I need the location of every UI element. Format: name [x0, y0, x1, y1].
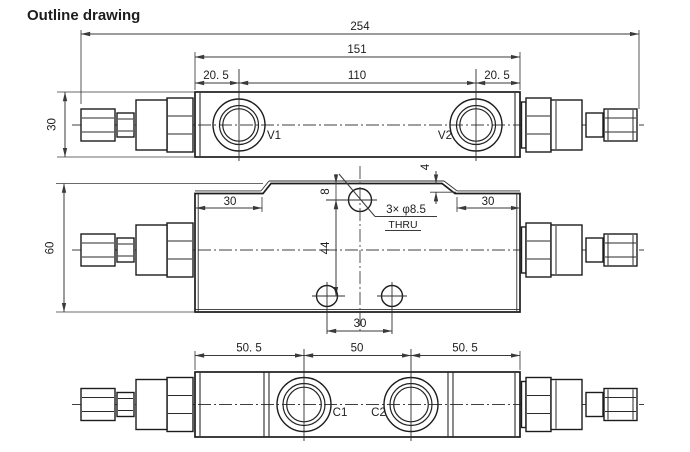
- svg-text:110: 110: [348, 70, 366, 82]
- svg-text:44: 44: [320, 241, 332, 254]
- left-cartridge-top-view: [80, 97, 194, 153]
- right-cartridge-top-view: [520, 97, 638, 153]
- dim-step-left: 30: [195, 196, 263, 212]
- dim-step-right: 30: [456, 196, 521, 212]
- port-c1: [276, 349, 332, 441]
- svg-text:30: 30: [482, 196, 495, 208]
- hole-note-text: 3× φ8.5: [386, 204, 426, 216]
- svg-text:30: 30: [47, 118, 59, 131]
- dim-hole-vertical: 44: [320, 199, 339, 297]
- middle-view: 3× φ8.5 THRU 8 44 4: [45, 163, 644, 334]
- top-view: V1 V2: [47, 21, 644, 161]
- svg-text:254: 254: [350, 21, 370, 33]
- port-v1: [212, 69, 266, 161]
- page-title: Outline drawing: [27, 7, 140, 24]
- dim-step-height: 4: [420, 163, 456, 204]
- svg-text:4: 4: [420, 163, 432, 170]
- dim-port-positions: 20. 5 110 20. 5: [194, 70, 521, 86]
- port-label-c2: C2: [371, 407, 386, 419]
- dim-bottom-port-positions: 50. 5 50 50. 5: [194, 343, 521, 370]
- dim-overall-width: 254: [80, 21, 640, 109]
- svg-text:8: 8: [320, 188, 332, 194]
- svg-text:60: 60: [45, 242, 57, 255]
- valve-body-top-view: [194, 91, 521, 158]
- valve-body-bottom-view: [194, 371, 521, 438]
- dim-middle-view-height: 60: [45, 183, 263, 313]
- dim-hole-bottom-spacing: 30: [326, 318, 393, 334]
- mounting-holes-bottom: [312, 282, 407, 334]
- dim-hole-from-top: 8: [320, 174, 339, 210]
- svg-text:151: 151: [347, 44, 366, 56]
- port-label-v1: V1: [267, 130, 281, 142]
- port-c2: [383, 349, 439, 441]
- svg-text:50: 50: [351, 343, 364, 355]
- left-cartridge-bottom-view: [80, 376, 194, 433]
- left-cartridge-middle-view: [80, 222, 194, 278]
- port-label-v2: V2: [438, 130, 452, 142]
- port-label-c1: C1: [333, 407, 348, 419]
- svg-text:50. 5: 50. 5: [452, 343, 478, 355]
- svg-text:20. 5: 20. 5: [484, 70, 510, 82]
- hole-note-thru: THRU: [388, 219, 417, 231]
- svg-text:30: 30: [354, 318, 367, 330]
- valve-body-middle-view: [194, 182, 521, 313]
- right-cartridge-middle-view: [520, 222, 638, 278]
- hole-note: 3× φ8.5 THRU: [338, 173, 437, 231]
- dim-top-view-height: 30: [47, 91, 194, 158]
- svg-text:50. 5: 50. 5: [236, 343, 262, 355]
- bottom-view: C1 C2 50. 5 50 50. 5: [72, 343, 644, 441]
- right-cartridge-bottom-view: [520, 376, 638, 433]
- svg-text:30: 30: [224, 196, 237, 208]
- svg-text:20. 5: 20. 5: [203, 70, 229, 82]
